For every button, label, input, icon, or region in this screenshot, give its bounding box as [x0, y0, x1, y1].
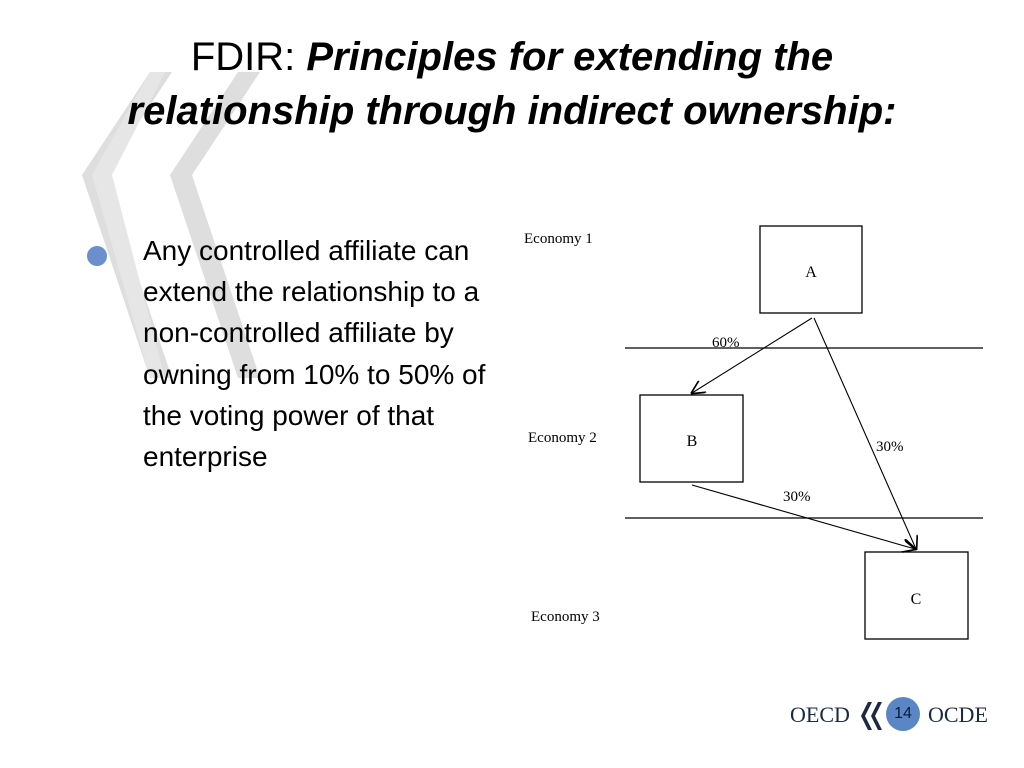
- economy-1-label: Economy 1: [524, 231, 593, 247]
- arrow-b-to-c: [691, 484, 915, 549]
- bullet-text: Any controlled affiliate can extend the …: [143, 235, 486, 473]
- slide-title: FDIR: Principles for extending the relat…: [120, 30, 904, 138]
- title-emphasis: Principles for extending the relationshi…: [127, 35, 897, 133]
- edge-label-a-c: 30%: [876, 439, 904, 455]
- arrow-a-to-b: [692, 317, 813, 393]
- oecd-chevron-watermark: [82, 72, 260, 378]
- economy-2-label: Economy 2: [528, 430, 597, 446]
- box-c-label: C: [911, 591, 922, 608]
- box-b-label: B: [687, 433, 698, 450]
- box-a-label: A: [805, 264, 817, 281]
- arrow-a-to-c: [813, 317, 916, 549]
- brand-oecd: OECD: [790, 702, 850, 727]
- box-c: [864, 551, 969, 640]
- brand-ocde: OCDE: [928, 702, 988, 727]
- economy-3-label: Economy 3: [531, 609, 600, 625]
- box-b: [639, 394, 744, 483]
- oecd-footer-logo: OECD OCDE: [790, 700, 1000, 732]
- title-lead: FDIR:: [190, 35, 307, 79]
- edge-label-b-c: 30%: [783, 489, 811, 505]
- bullet-marker: [87, 246, 107, 266]
- box-a: [759, 225, 863, 314]
- edge-label-a-b: 60%: [712, 335, 740, 351]
- oecd-chevron-icon: [861, 702, 882, 730]
- page-number-badge: 14: [886, 697, 920, 731]
